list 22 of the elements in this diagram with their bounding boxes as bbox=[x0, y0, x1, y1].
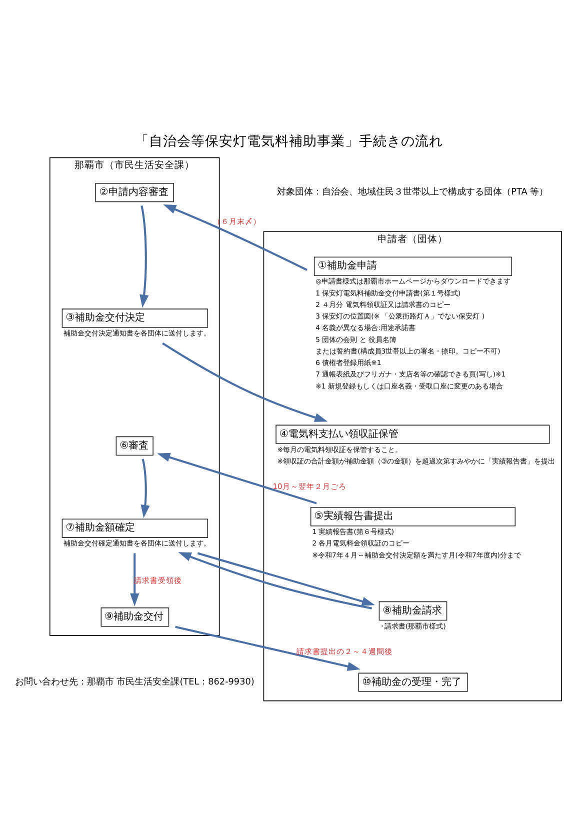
node-box: ③補助金交付決定 bbox=[62, 308, 208, 328]
arrow bbox=[140, 205, 149, 308]
arrow bbox=[175, 626, 360, 671]
node-box: ⑤実績報告書提出 bbox=[310, 507, 516, 526]
arrow bbox=[140, 458, 150, 518]
arrow bbox=[163, 204, 308, 271]
node-box: ②申請内容審査 bbox=[95, 182, 174, 202]
arrow bbox=[197, 552, 375, 606]
node-box: ⑨補助金交付 bbox=[100, 608, 170, 627]
node-box: ④電気料支払い領収証保管 bbox=[276, 424, 550, 444]
label: 対象団体：自治会、地域住民３世帯以上で構成する団体（PTA 等） bbox=[277, 188, 548, 198]
arrow bbox=[178, 552, 372, 610]
arrow bbox=[162, 342, 328, 422]
node-box: ⑦補助金額確定 bbox=[62, 518, 208, 538]
node-box: ⑩補助金の受理・完了 bbox=[358, 672, 468, 692]
node-box: ⑧補助金請求 bbox=[378, 601, 448, 621]
arrow bbox=[130, 553, 140, 606]
label: お問い合わせ先：那覇市 市民生活安全課(TEL：862-9930) bbox=[14, 677, 254, 688]
diagram-title: 「自治会等保安灯電気料補助事業」手続きの流れ bbox=[135, 133, 443, 150]
arrow bbox=[157, 452, 317, 504]
node-box: ⑥審査 bbox=[116, 436, 154, 456]
node-box: ①補助金申請 bbox=[314, 256, 512, 276]
